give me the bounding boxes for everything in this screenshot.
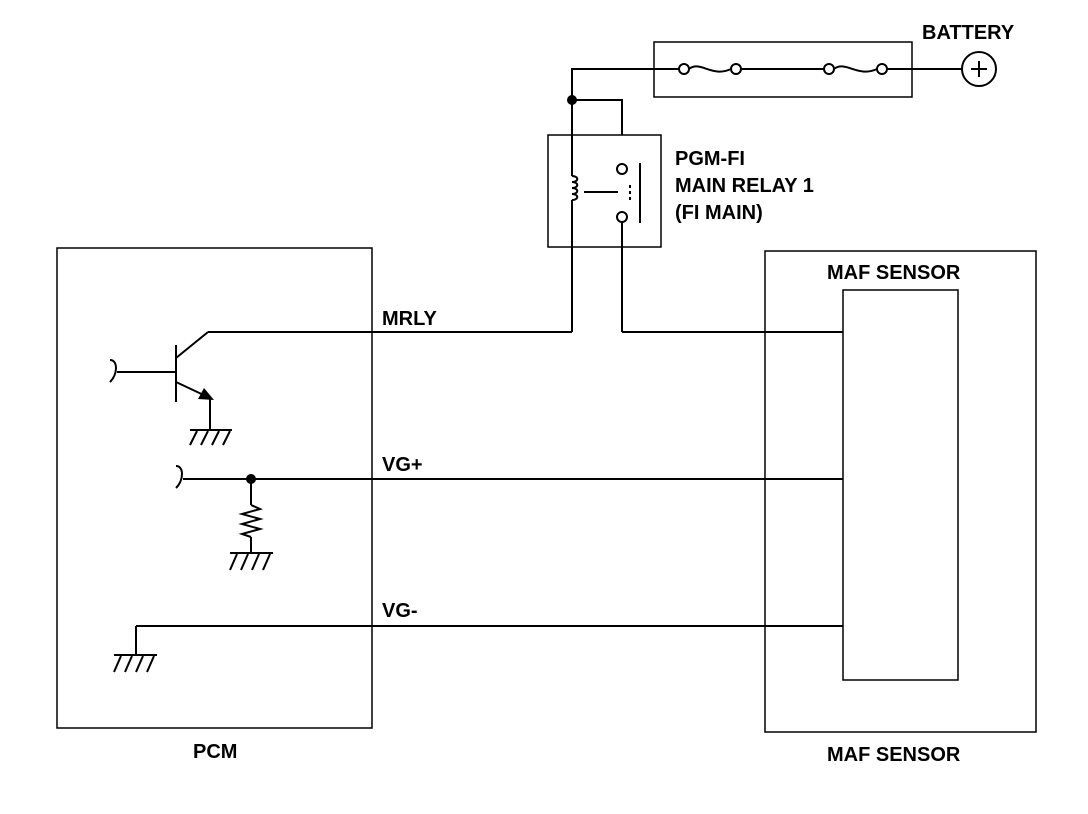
pcm-module: PCM	[56, 247, 373, 763]
ground-icon	[229, 552, 273, 571]
coil-icon	[571, 175, 579, 201]
wire-mrly-label: MRLY	[382, 308, 437, 330]
main-relay: PGM-FI MAIN RELAY 1 (FI MAIN)	[547, 100, 814, 332]
battery-label: BATTERY	[922, 22, 1015, 44]
ground-icon	[189, 429, 232, 446]
wire-mrly: MRLY	[208, 308, 843, 333]
pcm-label: PCM	[193, 741, 237, 763]
maf-inner-label: MAF SENSOR	[827, 262, 961, 284]
relay-label-line1: PGM-FI	[675, 148, 745, 170]
relay-label-line3: (FI MAIN)	[675, 202, 763, 224]
wire-vg-plus: VG+	[183, 454, 843, 480]
relay-label-line2: MAIN RELAY 1	[675, 175, 814, 197]
wire-vg-minus: VG-	[136, 600, 843, 627]
ground-icon	[113, 654, 157, 673]
maf-sensor: MAF SENSOR MAF SENSOR	[764, 250, 1037, 766]
wire-vgplus-label: VG+	[382, 454, 423, 476]
wire-vgminus-label: VG-	[382, 600, 418, 622]
maf-outer-label: MAF SENSOR	[827, 744, 961, 766]
relay-contact-top	[616, 163, 628, 175]
signal-break-icon	[175, 465, 183, 489]
transistor-icon	[109, 331, 214, 430]
resistor-icon	[238, 504, 264, 538]
battery-terminal: BATTERY	[887, 22, 1015, 87]
fuse-block	[653, 41, 913, 98]
